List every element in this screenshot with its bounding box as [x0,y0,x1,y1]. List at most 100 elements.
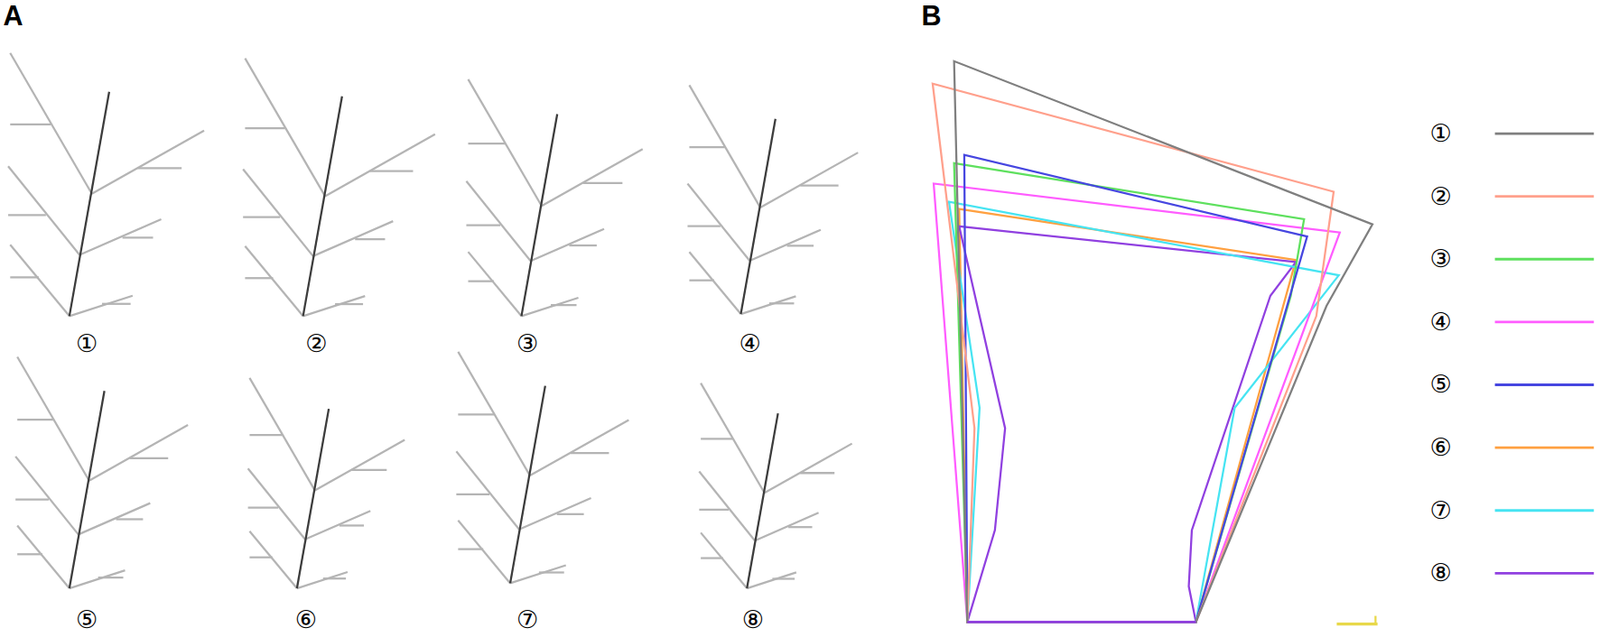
tree-number: ④ [738,331,761,356]
twig [323,577,346,580]
branch [313,221,394,257]
twig [17,418,54,421]
scale-bar [1336,623,1377,626]
twig [772,577,795,580]
legend-swatch [1495,383,1595,387]
trunk [69,92,110,317]
crown-outlines [932,61,1373,624]
twig [15,498,49,501]
legend-label: ④ [1430,309,1452,335]
twig [698,509,729,512]
branch [688,84,761,208]
panel-label: A [2,2,23,31]
panel-label: B [920,2,941,31]
twig [687,225,720,228]
branch [15,456,79,536]
tree-number: ① [75,331,98,356]
branch [465,181,531,261]
twig [248,506,279,509]
branch [746,572,797,589]
tree-number: ③ [516,331,539,356]
branch [740,296,796,315]
branch [688,251,741,315]
legend-swatch [1495,320,1595,324]
twig [550,304,577,307]
branch [520,297,578,317]
tree-number: ⑥ [295,608,317,633]
branch [69,296,133,317]
twig [539,571,565,574]
twig [249,557,272,559]
tree-number: ② [305,331,327,356]
twig [98,576,124,579]
legend-swatch [1495,572,1595,576]
tree-number: ⑦ [516,608,539,633]
legend-lines [1495,133,1595,574]
twig [467,142,505,145]
trunk [297,409,329,589]
branch [8,166,80,255]
branch [700,532,747,589]
twig [467,280,494,283]
branch [9,53,92,195]
legend-swatch [1495,446,1595,450]
branch [17,525,70,589]
branch [92,130,205,195]
crown-outline [958,226,1296,623]
branch [519,498,592,531]
twig [465,224,501,227]
trunk [746,413,778,589]
twig [354,238,385,241]
branch [325,134,436,197]
twig [688,146,725,149]
twig [138,167,183,169]
trunk [740,119,775,315]
branch [244,58,326,197]
twig [800,472,835,475]
branch [457,520,511,585]
branch [249,378,315,492]
twig [568,244,597,247]
branch [541,148,643,206]
branch [248,468,306,540]
legend-swatch [1495,509,1595,512]
twig [129,457,168,460]
branch [749,230,821,261]
branch [700,383,765,494]
trunk [69,390,105,589]
trunk [303,96,343,317]
branch [530,419,629,476]
twig [787,244,814,247]
twig [244,277,273,280]
branch [242,169,314,257]
crown-outline [954,61,1373,624]
branch [467,79,541,206]
twig [688,279,715,282]
branch [305,511,371,540]
branch [764,444,853,494]
twig [249,434,282,437]
crown-outline [964,155,1308,624]
twig [800,184,838,187]
twig [570,452,610,455]
legend-label: ① [1430,120,1452,146]
twig [116,518,144,521]
branch [315,440,405,492]
branch [303,296,366,317]
branch [457,352,531,476]
branch [754,512,819,541]
legend-swatch [1495,258,1595,261]
branch [249,531,297,589]
branch [698,471,755,541]
twig [17,553,43,556]
crown-outline [954,163,1305,624]
twig [769,302,795,305]
branch [244,246,303,317]
legend-label: ③ [1430,247,1452,272]
branch [467,251,521,317]
twig [244,127,285,130]
branch [687,184,750,262]
twig [457,413,494,416]
legend-label: ⑧ [1430,561,1452,587]
